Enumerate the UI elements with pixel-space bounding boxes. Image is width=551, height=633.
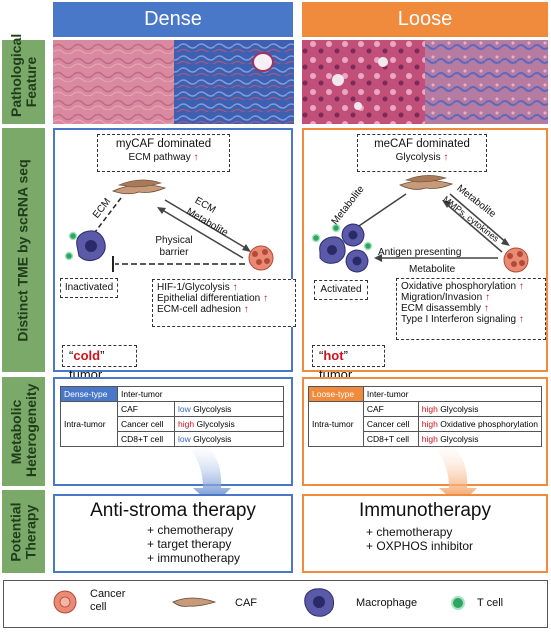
inactivated-box: Inactivated — [60, 278, 118, 298]
legend-label-t-cell: T cell — [477, 597, 504, 609]
caf-icon — [111, 179, 167, 195]
t-cell-icon — [363, 241, 373, 251]
up-arrow-icon: ↑ — [443, 152, 449, 163]
t-cell-icon — [331, 223, 341, 233]
mycaf-box: myCAF dominated ECM pathway ↑ — [97, 134, 230, 172]
metabolic-table-dense: Dense-type Inter-tumor Intra-tumor CAF l… — [60, 386, 284, 447]
down-arrows — [191, 444, 477, 506]
legend-icons — [53, 588, 465, 617]
header-dense: Dense — [53, 2, 293, 37]
hot-tumor-box: “hot” tumor — [312, 345, 385, 382]
t-cell-icon — [68, 231, 78, 241]
loose-cancer-features-box: Oxidative phosphorylation ↑ Migration/In… — [396, 278, 546, 340]
antigen-presenting-label: Antigen presenting — [378, 247, 462, 258]
dense-type-label: Dense-type — [60, 386, 118, 402]
activated-box: Activated — [314, 280, 368, 300]
up-arrow-icon: ↑ — [193, 152, 199, 163]
macrophage-icon — [319, 223, 369, 273]
macrophage-icon — [304, 588, 334, 617]
dense-cancer-features-box: HIF-1/Glycolysis ↑ Epithelial differenti… — [152, 279, 296, 327]
mecaf-box: meCAF dominated Glycolysis ↑ — [357, 134, 487, 172]
row-label-tme: Distinct TME by scRNA seq — [2, 128, 45, 372]
cold-tumor-box: “cold” tumor — [62, 345, 137, 382]
cancer-cell-icon — [53, 590, 77, 614]
macrophage-icon — [76, 230, 106, 262]
legend-label-caf: CAF — [235, 597, 257, 609]
cancer-cell-icon — [503, 247, 529, 273]
metabolite-loose-mid: Metabolite — [409, 264, 456, 275]
header-loose: Loose — [302, 2, 548, 37]
loose-type-label: Loose-type — [308, 386, 364, 402]
row-label-pathological: Pathological Feature — [2, 34, 45, 124]
therapy-title-dense: Anti-stroma therapy — [90, 500, 256, 521]
legend-label-cancer-cell: Cancer cell — [90, 588, 126, 613]
therapy-title-loose: Immunotherapy — [358, 500, 491, 521]
row-label-metabolic: Metabolic Heterogeneity — [2, 377, 45, 486]
t-cell-icon — [64, 251, 74, 261]
histology-images — [53, 40, 548, 124]
physical-barrier-label: Physical barrier — [155, 235, 193, 258]
mecaf-title: meCAF dominated — [374, 138, 470, 150]
mecaf-sub: Glycolysis — [395, 152, 441, 163]
t-cell-icon — [451, 596, 465, 610]
dense-diagram — [64, 179, 274, 272]
therapy-panel-loose: Immunotherapy + chemotherapy + OXPHOS in… — [302, 494, 548, 573]
hot-word: hot — [323, 348, 344, 363]
legend-label-macrophage: Macrophage — [356, 597, 418, 609]
mycaf-sub: ECM pathway — [128, 152, 191, 163]
therapy-panel-dense: Anti-stroma therapy + chemotherapy + tar… — [53, 494, 293, 573]
metabolic-table-loose: Loose-type Inter-tumor Intra-tumor CAF h… — [308, 386, 543, 447]
loose-diagram — [311, 175, 529, 273]
caf-icon — [172, 597, 217, 607]
caf-icon — [398, 175, 454, 190]
cold-word: cold — [73, 348, 101, 363]
t-cell-icon — [311, 233, 321, 243]
cancer-cell-icon — [248, 245, 274, 271]
mycaf-title: myCAF dominated — [115, 138, 212, 150]
row-label-therapy: Potential Therapy — [2, 490, 45, 573]
